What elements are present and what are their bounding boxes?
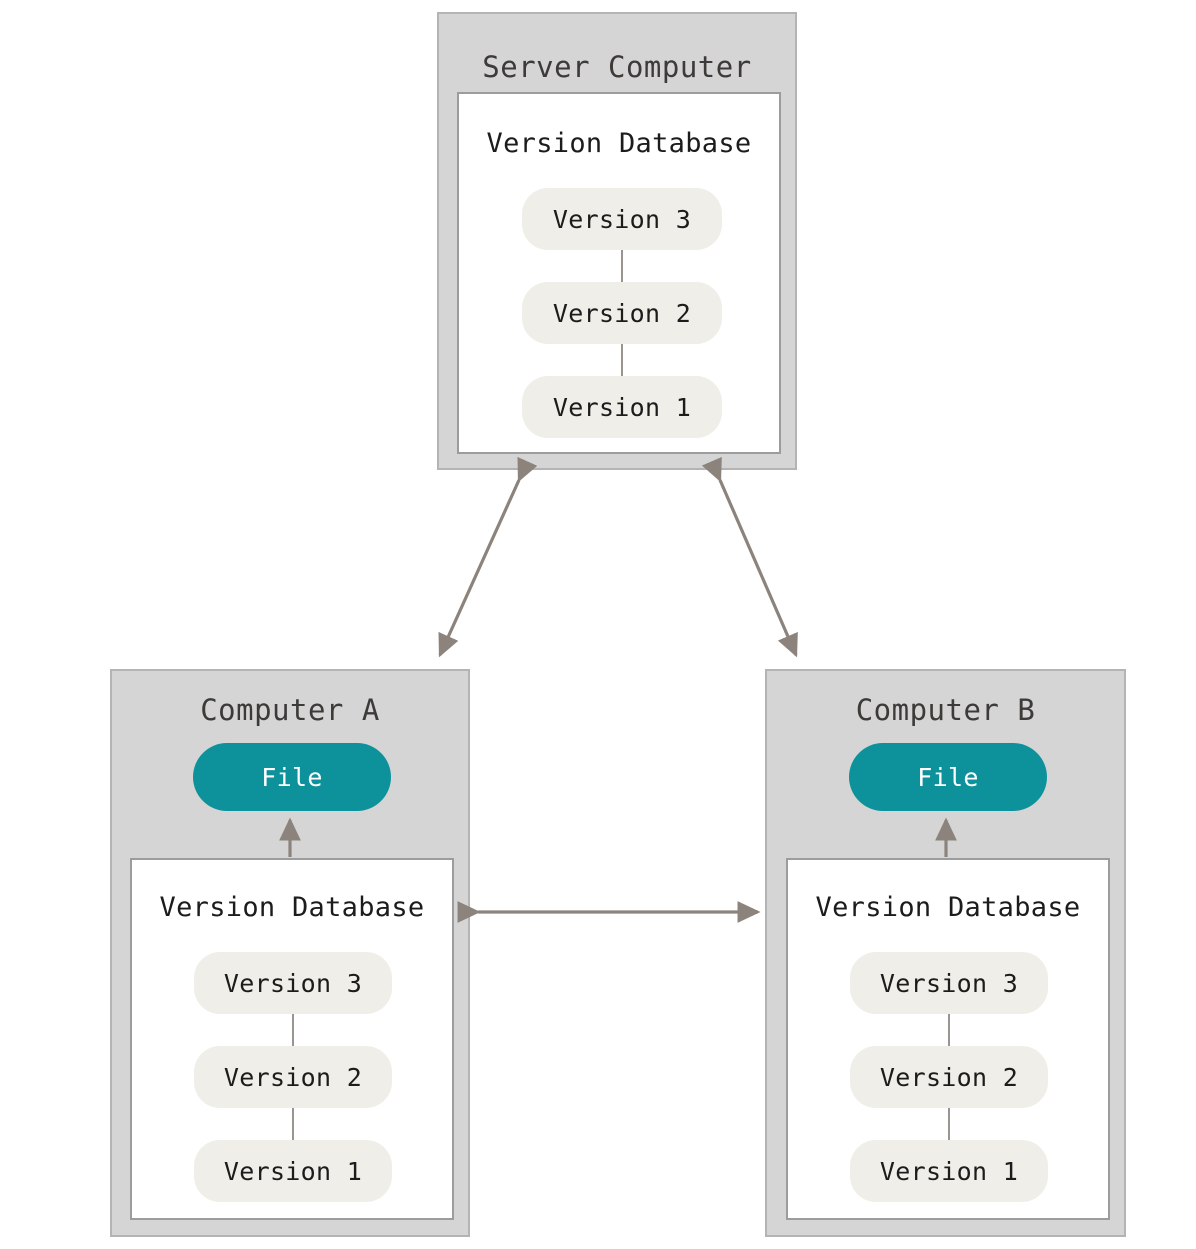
- computer-b-title: Computer B: [855, 693, 1036, 727]
- computer-b-version-connector-2-1: [948, 1108, 950, 1140]
- computer-b-version-database-title: Version Database: [815, 892, 1081, 923]
- computer-a-version-2-pill: Version 2: [194, 1046, 392, 1108]
- computer-a-file-pill: File: [193, 743, 391, 811]
- computer-a-version-1-label: Version 1: [223, 1156, 363, 1186]
- computer-a-title: Computer A: [200, 693, 380, 727]
- computer-a-version-connector-3-2: [292, 1014, 294, 1046]
- server-computer-box: Server Computer Version Database Version…: [437, 12, 797, 470]
- server-version-3-pill: Version 3: [522, 188, 722, 250]
- server-version-connector-3-2: [621, 250, 623, 282]
- server-version-3-label: Version 3: [552, 204, 692, 234]
- computer-b-version-3-pill: Version 3: [850, 952, 1048, 1014]
- computer-b-file-pill: File: [849, 743, 1047, 811]
- computer-a-file-label: File: [261, 762, 323, 792]
- computer-a-version-database-title: Version Database: [159, 892, 425, 923]
- computer-b-version-2-label: Version 2: [879, 1062, 1019, 1092]
- computer-a-box: Computer A File Version Database Version…: [110, 669, 470, 1237]
- computer-b-version-2-pill: Version 2: [850, 1046, 1048, 1108]
- computer-b-box: Computer B File Version Database Version…: [765, 669, 1126, 1237]
- computer-a-version-1-pill: Version 1: [194, 1140, 392, 1202]
- server-version-database-box: Version Database Version 3 Version 2 Ver…: [457, 92, 781, 454]
- server-version-1-pill: Version 1: [522, 376, 722, 438]
- computer-b-version-connector-3-2: [948, 1014, 950, 1046]
- computer-b-version-database-box: Version Database Version 3 Version 2 Ver…: [786, 858, 1110, 1220]
- computer-b-version-1-label: Version 1: [879, 1156, 1019, 1186]
- computer-a-version-2-label: Version 2: [223, 1062, 363, 1092]
- server-version-1-label: Version 1: [552, 392, 692, 422]
- computer-a-version-database-box: Version Database Version 3 Version 2 Ver…: [130, 858, 454, 1220]
- computer-a-version-3-label: Version 3: [223, 968, 363, 998]
- computer-a-version-connector-2-1: [292, 1108, 294, 1140]
- server-computer-title: Server Computer: [482, 50, 752, 84]
- server-version-2-label: Version 2: [552, 298, 692, 328]
- server-version-2-pill: Version 2: [522, 282, 722, 344]
- computer-b-file-label: File: [917, 762, 979, 792]
- computer-a-version-3-pill: Version 3: [194, 952, 392, 1014]
- server-version-connector-2-1: [621, 344, 623, 376]
- computer-b-version-3-label: Version 3: [879, 968, 1019, 998]
- computer-b-version-1-pill: Version 1: [850, 1140, 1048, 1202]
- server-version-database-title: Version Database: [486, 128, 752, 159]
- arrow-server-to-computer-a: [438, 456, 538, 658]
- arrow-server-to-computer-b: [701, 456, 798, 658]
